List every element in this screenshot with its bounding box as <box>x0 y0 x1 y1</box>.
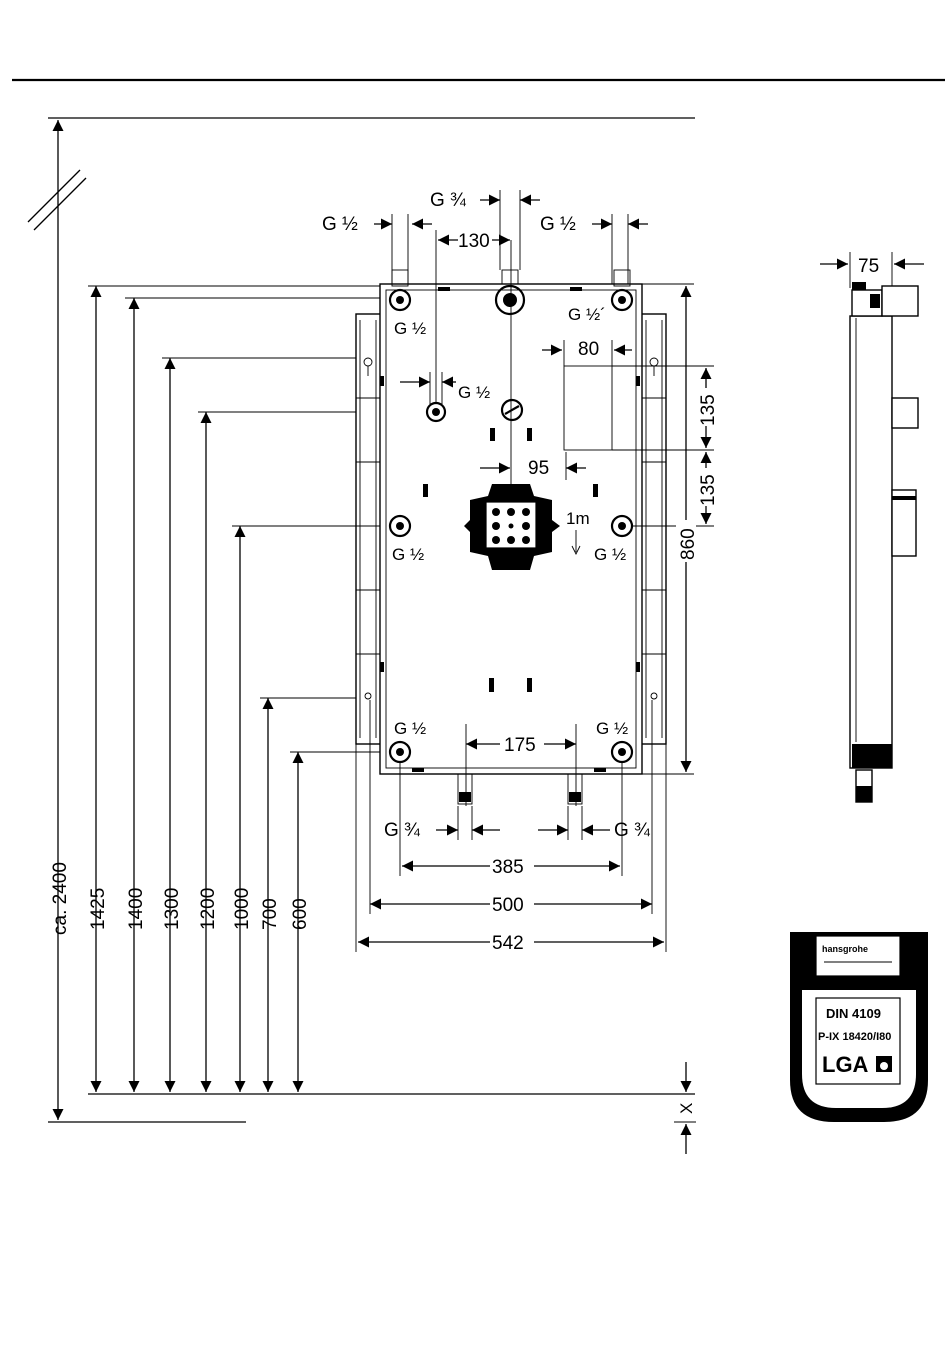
approval-badge: hansgrohe DIN 4109 P-IX 18420/I80 LGA <box>790 932 928 1122</box>
label-g-half-top-left: G ½ <box>322 214 358 235</box>
label-g-half-fitting-tl: G ½ <box>394 319 426 338</box>
dim-label-1425: 1425 <box>88 888 109 930</box>
dim-label-2400: ca. 2400 <box>50 862 71 935</box>
badge-logo: LGA <box>822 1052 869 1077</box>
label-g-half-130: G ½ <box>458 383 490 402</box>
dim-label-x: X <box>677 1103 696 1114</box>
dim-label-860: 860 <box>678 528 699 560</box>
dim-label-500: 500 <box>492 895 524 916</box>
label-g-half-bottom-right: G ½ <box>596 719 628 738</box>
badge-approval: P-IX 18420/I80 <box>818 1031 891 1043</box>
label-g-half-top-right: G ½ <box>540 214 576 235</box>
label-g-half-mid-right: G ½ <box>594 545 626 564</box>
label-g-three-quarter-bottom-left: G ¾ <box>384 820 421 841</box>
dim-label-95: 95 <box>528 458 549 479</box>
dim-label-1000: 1000 <box>232 888 253 930</box>
dim-label-600: 600 <box>290 898 311 930</box>
dim-label-1300: 1300 <box>162 888 183 930</box>
badge-brand: hansgrohe <box>822 944 868 954</box>
dim-label-700: 700 <box>260 898 281 930</box>
side-view: 75 <box>820 252 924 802</box>
label-g-three-quarter-bottom-right: G ¾ <box>614 820 651 841</box>
dim-label-1200: 1200 <box>198 888 219 930</box>
label-g-three-quarter-top: G ¾ <box>430 190 467 211</box>
break-mark <box>34 178 86 230</box>
badge-standard: DIN 4109 <box>826 1006 881 1021</box>
break-mark <box>28 170 80 222</box>
dim-label-75: 75 <box>858 256 879 277</box>
dim-label-1400: 1400 <box>126 888 147 930</box>
label-g-half-mid-left: G ½ <box>392 545 424 564</box>
dim-label-130: 130 <box>458 231 490 252</box>
label-g-half-fitting-tr: G ½´ <box>568 305 606 324</box>
dim-label-385: 385 <box>492 857 524 878</box>
dim-label-175: 175 <box>504 735 536 756</box>
center-mark-label: 1m <box>566 509 590 528</box>
dim-label-542: 542 <box>492 933 524 954</box>
dim-label-135-upper: 135 <box>698 394 719 426</box>
label-g-half-bottom-left: G ½ <box>394 719 426 738</box>
dim-label-80: 80 <box>578 339 599 360</box>
dim-label-135-lower: 135 <box>698 474 719 506</box>
